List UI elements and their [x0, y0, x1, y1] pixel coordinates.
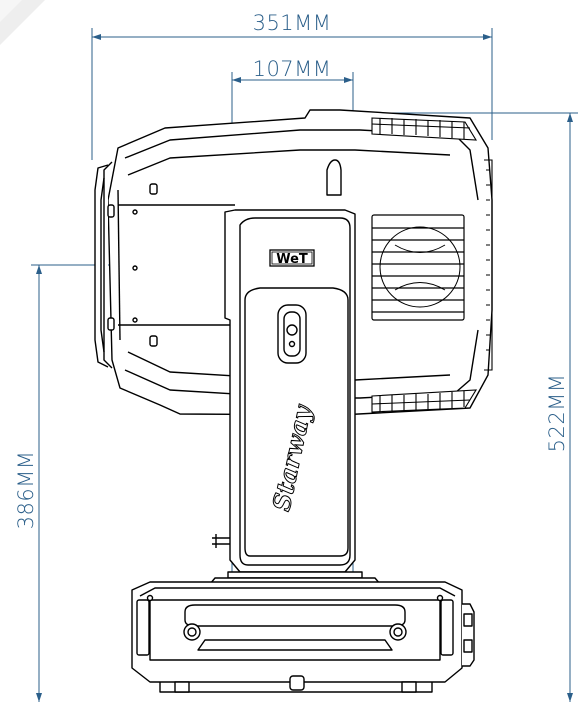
logo-badge: WeT: [269, 249, 315, 267]
head-upper-panel: [124, 129, 479, 201]
base-unit: [131, 571, 475, 693]
head-lower-panel: [124, 329, 479, 399]
yoke-inner: [239, 217, 351, 566]
base-body: [131, 581, 463, 683]
dimension-label-351: 351MM: [253, 11, 332, 35]
rear-fins: [371, 117, 493, 413]
corner-mark-inner: [0, 0, 22, 22]
logo-text: WeT: [276, 252, 308, 267]
dimension-label-386: 386MM: [14, 451, 38, 530]
dimension-arrows: [36, 34, 573, 702]
yoke-panel: [244, 287, 349, 557]
yoke-arm: [212, 209, 356, 573]
lens-inner: [100, 177, 105, 353]
lens-ring: [103, 161, 113, 369]
turntable: [227, 571, 363, 579]
side-pin: [212, 534, 230, 548]
head-upper-panel-2: [127, 149, 451, 176]
corner-mark: [0, 0, 45, 45]
dimension-label-522: 522MM: [545, 374, 569, 453]
fan-grille: [371, 214, 465, 321]
base-feet: [159, 682, 433, 693]
top-handle: [326, 159, 342, 196]
head-front-edge: [117, 189, 121, 341]
dimension-label-107: 107MM: [253, 57, 332, 81]
